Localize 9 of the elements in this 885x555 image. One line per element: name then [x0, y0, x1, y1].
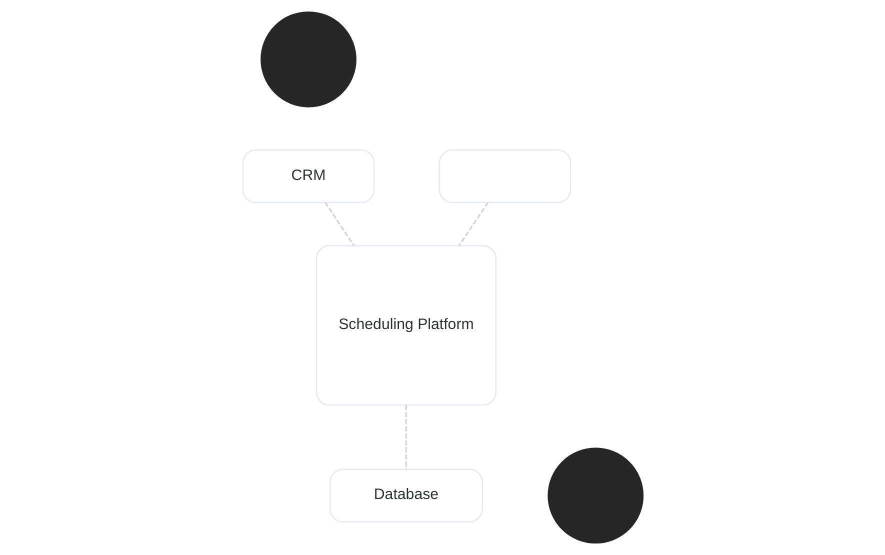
connector: [404, 405, 407, 470]
node-box: [438, 149, 571, 204]
connector: [324, 202, 354, 246]
node-box: Database: [329, 468, 482, 522]
node-box: CRM: [242, 149, 374, 204]
connector: [458, 202, 488, 246]
node-circle: [260, 11, 356, 108]
node-circle: [547, 448, 644, 544]
node-box: Scheduling Platform: [315, 245, 496, 406]
